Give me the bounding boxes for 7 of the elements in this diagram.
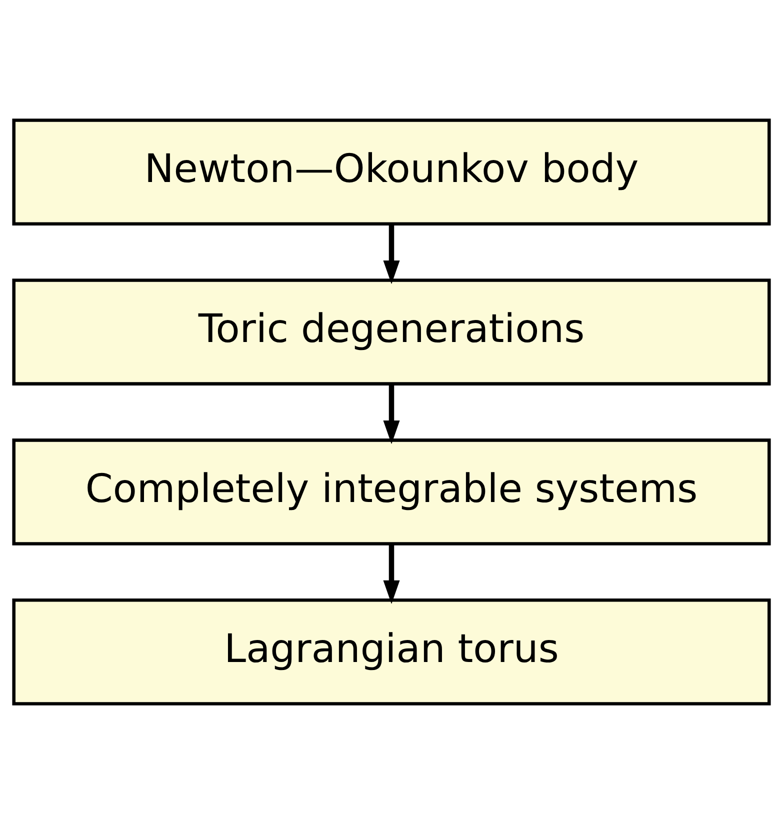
arrow [383, 544, 400, 604]
node-box: Completely integrable systems [12, 438, 771, 546]
node-box: Toric degenerations [12, 278, 771, 386]
arrow [383, 224, 400, 284]
node-box: Lagrangian torus [12, 598, 771, 706]
arrow [383, 384, 400, 444]
node-box: Newton—Okounkov body [12, 118, 771, 226]
